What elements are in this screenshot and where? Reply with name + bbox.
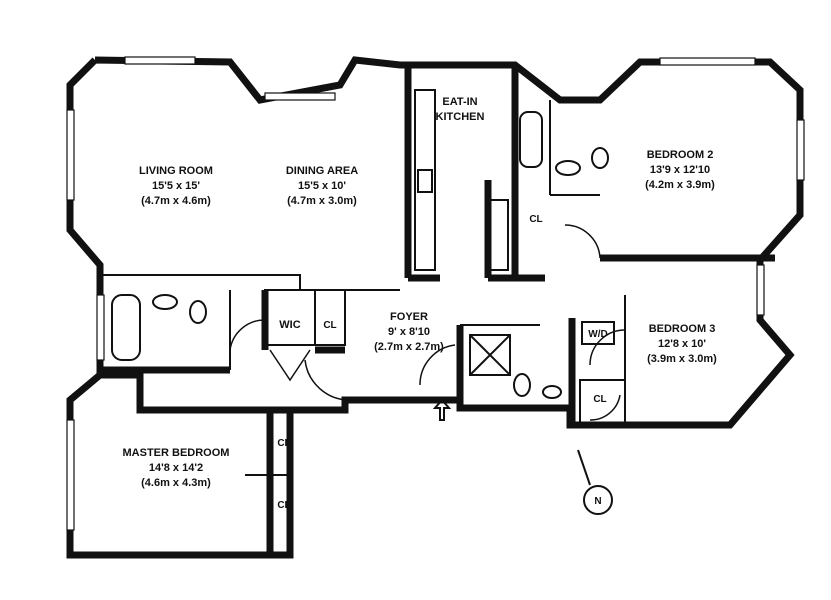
svg-text:(4.7m x 3.0m): (4.7m x 3.0m) bbox=[287, 195, 357, 207]
kitchen-counter-2 bbox=[489, 199, 509, 271]
svg-text:KITCHEN: KITCHEN bbox=[436, 111, 485, 123]
compass-label: N bbox=[594, 496, 601, 507]
stove bbox=[417, 169, 433, 193]
closet-label: CL bbox=[529, 214, 542, 225]
master-sink bbox=[152, 294, 178, 310]
svg-text:12'8 x 10': 12'8 x 10' bbox=[658, 338, 706, 350]
shower bbox=[469, 334, 511, 376]
master-bathtub bbox=[111, 294, 141, 361]
svg-text:LIVING ROOM: LIVING ROOM bbox=[139, 165, 213, 177]
bedroom-3-label: BEDROOM 3 12'8 x 10' (3.9m x 3.0m) bbox=[647, 323, 717, 365]
svg-text:15'5 x 15': 15'5 x 15' bbox=[152, 180, 200, 192]
walls bbox=[66, 56, 804, 559]
svg-text:BEDROOM 2: BEDROOM 2 bbox=[647, 149, 714, 161]
hall-sink bbox=[542, 385, 562, 399]
foyer-label: FOYER 9' x 8'10 (2.7m x 2.7m) bbox=[374, 311, 444, 353]
bedroom-2-label: BEDROOM 2 13'9 x 12'10 (4.2m x 3.9m) bbox=[645, 149, 715, 191]
windows bbox=[66, 56, 805, 531]
svg-text:MASTER BEDROOM: MASTER BEDROOM bbox=[123, 447, 230, 459]
closet-label: CL bbox=[277, 438, 290, 449]
bedroom2-bathtub bbox=[519, 111, 543, 168]
svg-text:(3.9m x 3.0m): (3.9m x 3.0m) bbox=[647, 353, 717, 365]
washer-dryer bbox=[581, 321, 615, 345]
svg-text:(4.2m x 3.9m): (4.2m x 3.9m) bbox=[645, 179, 715, 191]
svg-text:15'5 x 10': 15'5 x 10' bbox=[298, 180, 346, 192]
wic-label: WIC bbox=[279, 319, 300, 331]
svg-text:(4.6m x 4.3m): (4.6m x 4.3m) bbox=[141, 477, 211, 489]
doors bbox=[229, 224, 626, 421]
closet-label: CL bbox=[277, 500, 290, 511]
svg-text:(2.7m x 2.7m): (2.7m x 2.7m) bbox=[374, 341, 444, 353]
svg-text:13'9 x 12'10: 13'9 x 12'10 bbox=[650, 164, 710, 176]
svg-text:9' x 8'10: 9' x 8'10 bbox=[388, 326, 430, 338]
bedroom2-toilet bbox=[591, 147, 609, 169]
bedroom2-sink bbox=[555, 160, 581, 176]
dining-area-label: DINING AREA 15'5 x 10' (4.7m x 3.0m) bbox=[286, 165, 358, 207]
master-toilet bbox=[189, 300, 207, 324]
fixtures bbox=[111, 89, 609, 399]
closet-label: CL bbox=[323, 320, 336, 331]
washer-dryer-label: W/D bbox=[588, 329, 607, 340]
master-bedroom-label: MASTER BEDROOM 14'8 x 14'2 (4.6m x 4.3m) bbox=[123, 447, 230, 489]
svg-text:BEDROOM 3: BEDROOM 3 bbox=[649, 323, 716, 335]
svg-text:(4.7m x 4.6m): (4.7m x 4.6m) bbox=[141, 195, 211, 207]
svg-text:DINING AREA: DINING AREA bbox=[286, 165, 358, 177]
closet-label: CL bbox=[593, 394, 606, 405]
living-room-label: LIVING ROOM 15'5 x 15' (4.7m x 4.6m) bbox=[139, 165, 213, 207]
svg-text:FOYER: FOYER bbox=[390, 311, 428, 323]
room-labels: LIVING ROOM 15'5 x 15' (4.7m x 4.6m) DIN… bbox=[123, 96, 718, 511]
hall-toilet bbox=[513, 373, 531, 397]
kitchen-label: EAT-IN KITCHEN bbox=[436, 96, 485, 123]
svg-text:14'8 x 14'2: 14'8 x 14'2 bbox=[149, 462, 203, 474]
compass-north-icon: N bbox=[577, 449, 613, 515]
svg-text:EAT-IN: EAT-IN bbox=[442, 96, 477, 108]
kitchen-counter bbox=[414, 89, 436, 271]
entry-arrow-icon bbox=[432, 398, 452, 421]
